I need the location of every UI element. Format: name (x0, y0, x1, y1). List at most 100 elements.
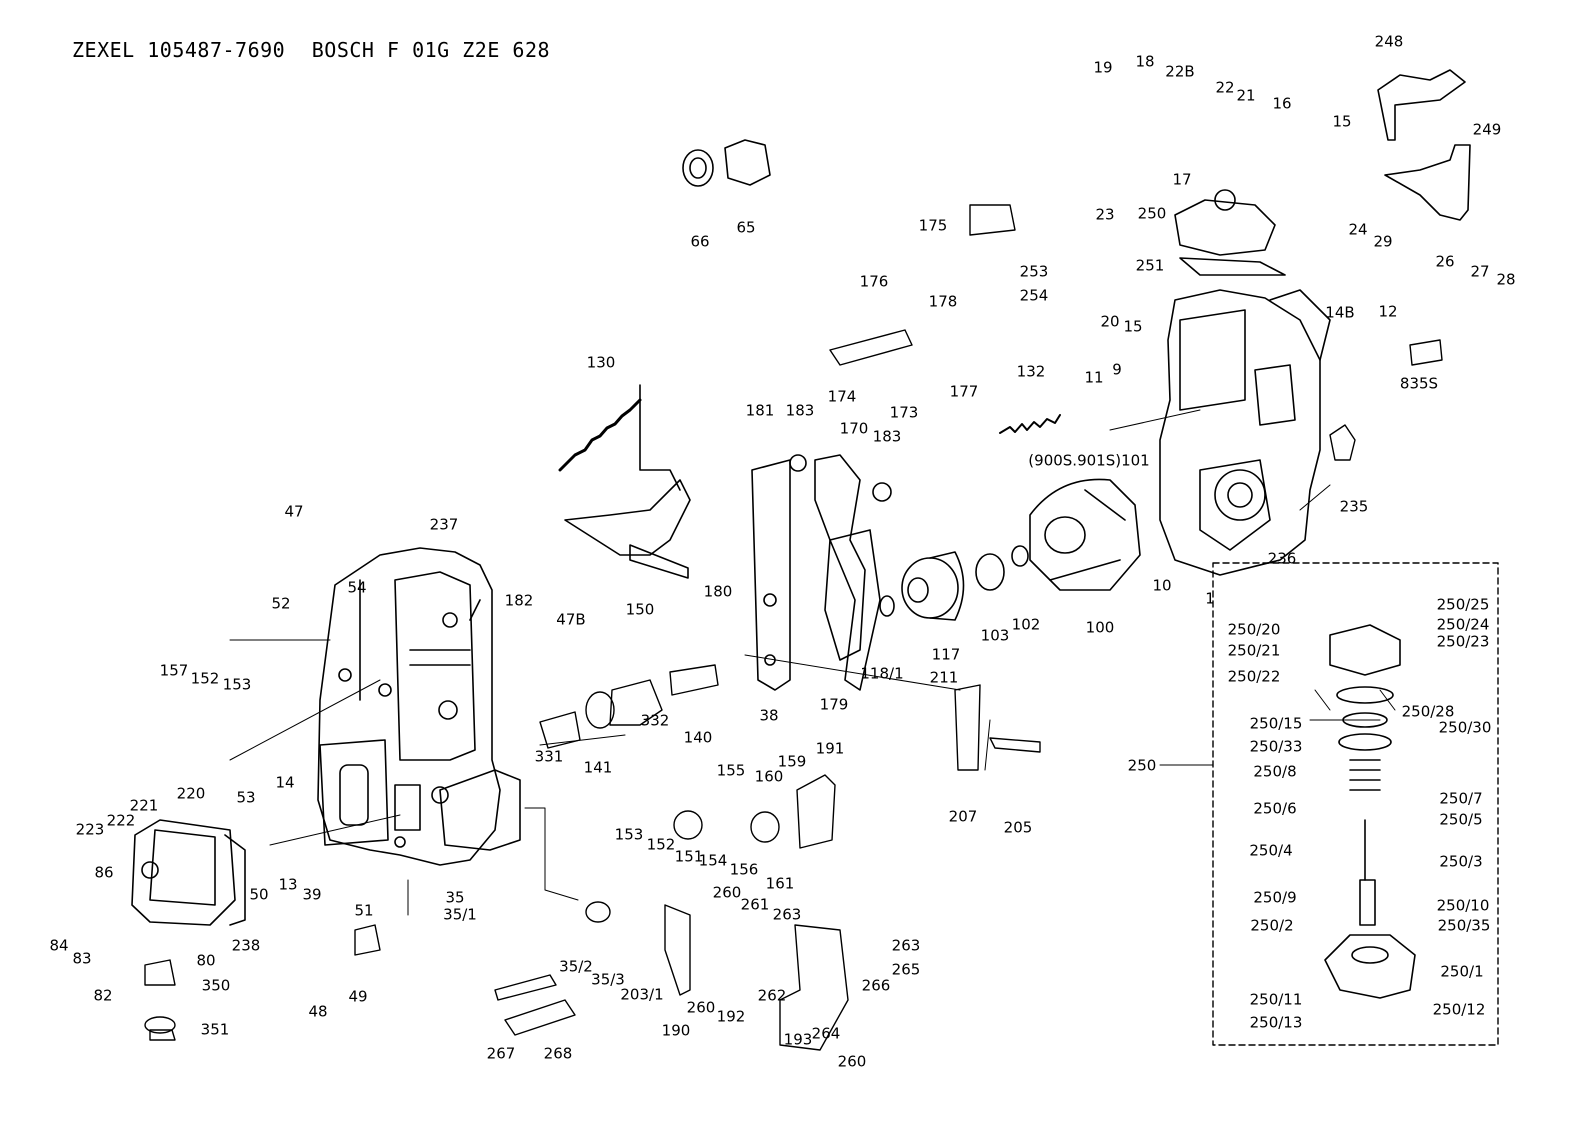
callout-label: 250/33 (1249, 737, 1303, 756)
callout-label: 19 (1093, 58, 1113, 77)
callout-label: 22 (1215, 78, 1235, 97)
callout-label: 260 (686, 998, 716, 1017)
callout-label: 15 (1123, 317, 1143, 336)
callout-label: 155 (716, 761, 746, 780)
callout-label: 170 (839, 419, 869, 438)
callout-label: (900S.901S)101 (1028, 451, 1150, 470)
callout-label: 250/22 (1227, 667, 1281, 686)
callout-label: 182 (504, 591, 534, 610)
governor-housing (317, 547, 521, 866)
leader-lines (229, 409, 1396, 916)
callout-label: 35/3 (591, 970, 625, 989)
spring-130 (558, 398, 642, 472)
callout-label: 82 (93, 986, 113, 1005)
callout-label: 250/5 (1439, 810, 1483, 829)
callout-label: 250/24 (1436, 615, 1490, 634)
callout-label: 47 (284, 502, 304, 521)
callout-label: 250/21 (1227, 641, 1281, 660)
magnet-valve-parts (1324, 624, 1416, 999)
callout-label: 260 (837, 1052, 867, 1071)
pump-housing (1159, 289, 1331, 576)
governor-cover (131, 819, 246, 926)
callout-label: 173 (889, 403, 919, 422)
callout-label: 222 (106, 811, 136, 830)
callout-label: 250 (1137, 204, 1167, 223)
callout-label: 118/1 (860, 664, 904, 683)
callout-label: 132 (1016, 362, 1046, 381)
callout-label: 835S (1399, 374, 1439, 393)
magnet-valve-top (1174, 189, 1286, 276)
callout-label: 26 (1435, 252, 1455, 271)
callout-label: 190 (661, 1021, 691, 1040)
callout-label: 263 (891, 936, 921, 955)
callout-label: 140 (683, 728, 713, 747)
callout-label: 23 (1095, 205, 1115, 224)
callout-label: 250/23 (1436, 632, 1490, 651)
callout-label: 1 (1205, 589, 1215, 608)
callout-label: 177 (949, 382, 979, 401)
callout-label: 53 (236, 788, 256, 807)
callout-label: 17 (1172, 170, 1192, 189)
callout-label: 65 (736, 218, 756, 237)
callout-label: 261 (740, 895, 770, 914)
callout-label: 250/13 (1249, 1013, 1303, 1032)
callout-label: 103 (980, 626, 1010, 645)
callout-label: 250/8 (1253, 762, 1297, 781)
callout-label: 176 (859, 272, 889, 291)
callout-label: 220 (176, 784, 206, 803)
callout-label: 84 (49, 936, 69, 955)
callout-label: 263 (772, 905, 802, 924)
callout-label: 22B (1165, 62, 1195, 81)
callout-label: 223 (75, 820, 105, 839)
callout-label: 38 (759, 706, 779, 725)
callout-label: 9 (1112, 360, 1122, 379)
spring-132 (999, 414, 1061, 434)
callout-label: 207 (948, 807, 978, 826)
callout-label: 35/2 (559, 957, 593, 976)
callout-label: 238 (231, 936, 261, 955)
callout-label: 48 (308, 1002, 328, 1021)
callout-label: 24 (1348, 220, 1368, 239)
callout-label: 250/30 (1438, 718, 1492, 737)
callout-label: 160 (754, 767, 784, 786)
callout-label: 331 (534, 747, 564, 766)
callout-label: 267 (486, 1044, 516, 1063)
callout-label: 52 (271, 594, 291, 613)
callout-label: 35/1 (443, 905, 477, 924)
callout-label: 250/4 (1249, 841, 1293, 860)
callout-label: 250 (1127, 756, 1157, 775)
callout-label: 332 (640, 711, 670, 730)
callout-label: 21 (1236, 86, 1256, 105)
callout-label: 250/6 (1253, 799, 1297, 818)
callout-label: 13 (278, 875, 298, 894)
callout-label: 250/2 (1250, 916, 1294, 935)
callout-label: 102 (1011, 615, 1041, 634)
callout-label: 250/15 (1249, 714, 1303, 733)
callout-label: 250/11 (1249, 990, 1303, 1009)
callout-label: 265 (891, 960, 921, 979)
callout-label: 180 (703, 582, 733, 601)
flyweight-holder (879, 545, 1029, 621)
callout-label: 250/12 (1432, 1000, 1486, 1019)
callout-label: 151 (674, 847, 704, 866)
small-parts (144, 204, 1443, 1051)
callout-label: 50 (249, 885, 269, 904)
callout-label: 157 (159, 661, 189, 680)
callout-label: 192 (716, 1007, 746, 1026)
callout-label: 253 (1019, 262, 1049, 281)
callout-label: 237 (429, 515, 459, 534)
callout-label: 66 (690, 232, 710, 251)
model-number: ZEXEL 105487-7690 (72, 38, 286, 62)
callout-label: 250/1 (1440, 962, 1484, 981)
callout-label: 205 (1003, 818, 1033, 837)
callout-label: 10 (1152, 576, 1172, 595)
governor-levers (751, 454, 892, 691)
callout-label: 117 (931, 645, 961, 664)
callout-label: 251 (1135, 256, 1165, 275)
callout-label: 28 (1496, 270, 1516, 289)
callout-label: 14 (275, 773, 295, 792)
callout-label: 268 (543, 1044, 573, 1063)
callout-label: 351 (200, 1020, 230, 1039)
callout-label: 203/1 (620, 985, 664, 1004)
